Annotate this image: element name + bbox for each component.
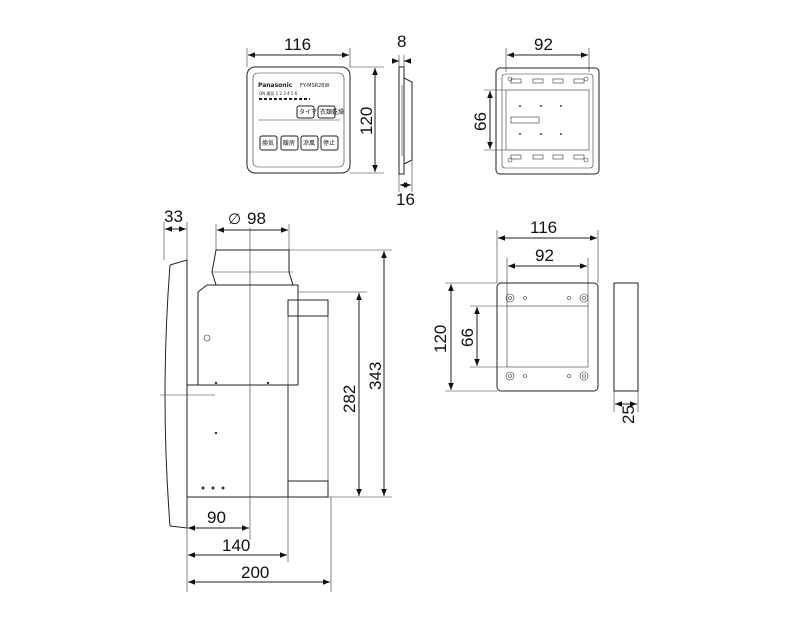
unit-dim-140: 140 xyxy=(222,536,250,555)
unit-inner-height-dim: 282 xyxy=(340,385,359,413)
bracket-height-inner-dim: 66 xyxy=(458,328,477,347)
bracket-front-view: 116 92 120 66 xyxy=(431,218,599,392)
panel-ventilate-button xyxy=(259,135,278,151)
panel-inner-frame xyxy=(252,72,345,168)
panel-heat-label: 暖房 xyxy=(283,139,295,147)
bracket-outer xyxy=(496,282,599,392)
mount-plate-width-dim: 92 xyxy=(534,35,553,54)
panel-indicator-labels: ON 換気 1 2 3 4 5 6 xyxy=(259,90,298,96)
bracket-bottom xyxy=(287,480,329,498)
unit-dim-90: 90 xyxy=(207,508,226,527)
panel-heat-button xyxy=(280,135,299,151)
bracket-height-outer-dim: 120 xyxy=(431,325,450,353)
mount-plate-outer xyxy=(495,67,600,175)
duct-diameter-dim: 98 xyxy=(247,209,266,228)
duct-diameter-symbol: ∅ xyxy=(228,211,241,228)
panel-dry-button xyxy=(317,105,336,119)
mount-plate-window xyxy=(505,89,590,151)
unit-total-height-dim: 343 xyxy=(366,362,385,390)
panel-dry-label: 衣類乾燥 xyxy=(320,108,344,116)
panel-timer-label: タイマ xyxy=(299,108,317,116)
panel-model: FY-MSR26W xyxy=(300,83,329,89)
panel-cool-button xyxy=(300,135,319,151)
bracket-width-outer-dim: 116 xyxy=(530,218,557,237)
unit-lower-body xyxy=(186,384,289,498)
bracket-depth-dim: 25 xyxy=(619,405,638,424)
bracket-width-inner-dim: 92 xyxy=(535,246,554,265)
unit-side-view: 33 ∅ 98 282 343 90 140 200 xyxy=(160,207,392,592)
panel-depth-dim: 16 xyxy=(396,190,415,209)
mount-plate-view: 92 66 xyxy=(471,35,600,175)
bracket-top xyxy=(287,299,329,317)
panel-brand: Panasonic xyxy=(258,82,293,89)
panel-stop-button xyxy=(320,135,339,151)
bracket-side-profile xyxy=(613,282,639,392)
control-panel-side-view: 8 16 xyxy=(392,32,415,209)
panel-height-dim: 120 xyxy=(357,107,376,135)
mount-plate-height-dim: 66 xyxy=(471,112,490,131)
panel-width-dim: 116 xyxy=(284,35,311,54)
panel-cool-label: 涼風 xyxy=(303,139,315,147)
unit-protrusion-dim: 33 xyxy=(164,207,183,226)
panel-ventilate-label: 換気 xyxy=(262,139,274,147)
unit-top-box xyxy=(197,284,299,386)
panel-timer-button xyxy=(296,105,315,119)
panel-outer-frame xyxy=(246,66,351,174)
panel-thickness-dim: 8 xyxy=(397,32,406,51)
panel-stop-label: 停止 xyxy=(323,139,335,147)
unit-dim-200: 200 xyxy=(241,563,269,582)
wall-cover xyxy=(169,259,188,529)
bracket-side-view: 25 xyxy=(613,282,639,424)
control-panel-front-view: Panasonic FY-MSR26W ON 換気 1 2 3 4 5 6 タイ… xyxy=(246,35,384,174)
duct xyxy=(211,249,294,286)
bracket-window xyxy=(506,305,589,368)
